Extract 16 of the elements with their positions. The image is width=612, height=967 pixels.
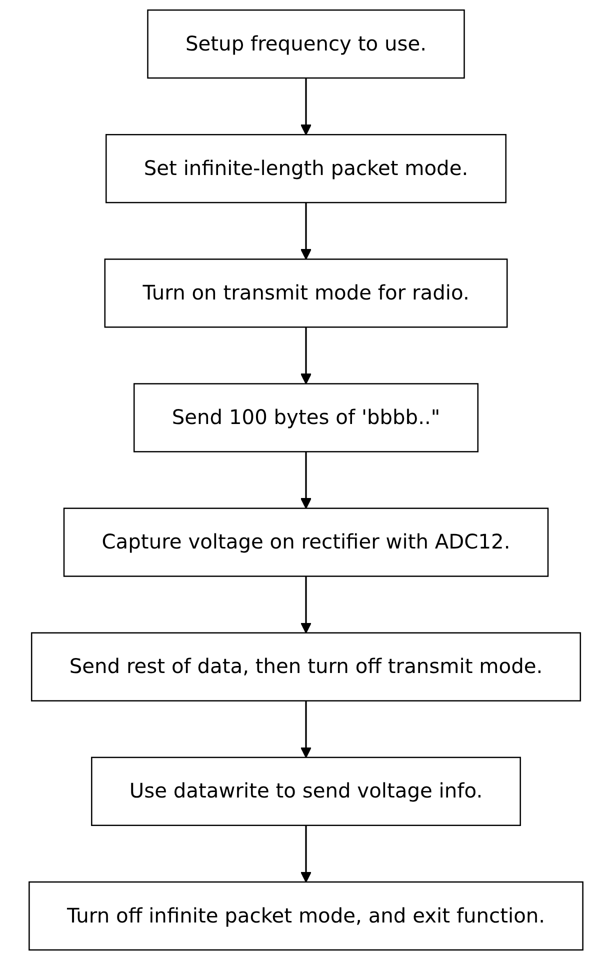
node-box xyxy=(91,756,521,826)
arrow xyxy=(300,700,312,758)
node-box xyxy=(30,632,582,702)
flowchart: Setup frequency to use. Set infinite-length packet mode. Turn on transmit mode for radio. Send 100 bytes of 'bbbb.." Capture voltage on rectifier with ADC12. Send rest of data, then turn off transmit mode. Use datawrite to send voltage info. Turn off infinite packet mode, and exit function. xyxy=(6,0,606,960)
node-box xyxy=(147,9,465,79)
arrow xyxy=(300,576,312,634)
node-box xyxy=(28,881,584,951)
arrow xyxy=(300,78,312,136)
arrow xyxy=(300,825,312,882)
node-box xyxy=(106,134,506,204)
arrow xyxy=(300,202,312,260)
node-box xyxy=(133,383,479,452)
node-box xyxy=(104,258,508,328)
arrow xyxy=(300,327,312,384)
node-box xyxy=(63,508,549,577)
arrow xyxy=(300,452,312,509)
